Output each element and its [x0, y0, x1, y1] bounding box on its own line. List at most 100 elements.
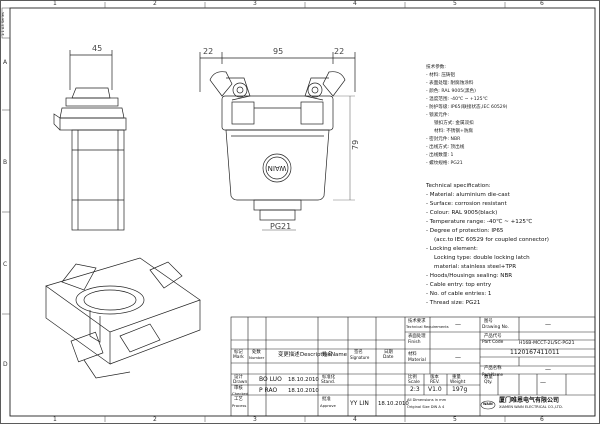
tech-en-line: material: stainless steel+TPR — [434, 264, 517, 270]
tech-en-line: - Locking element: — [426, 246, 478, 252]
tech-en-line: - Cable entry: top entry — [426, 282, 492, 288]
ruler-bottom-5: 5 — [453, 416, 457, 423]
tech-cn-line: - 螺纹规格: PG21 — [426, 161, 463, 166]
tech-en-line: - No. of cable entries: 1 — [426, 291, 492, 297]
ruler-left-c: C — [3, 261, 8, 268]
tech-cn-line: - 材料: 压铸铝 — [426, 73, 456, 78]
ruler-bottom-3: 3 — [253, 416, 257, 423]
part-number-value: 11201674110​11 — [510, 349, 560, 356]
dimension-front-height: 79 — [351, 139, 360, 150]
scale-value: 2:3 — [410, 386, 420, 393]
ruler-top-5: 5 — [453, 0, 457, 7]
weight-value: 197g — [452, 386, 468, 393]
tech-en-line: (acc.to IEC 60529 for coupled connector) — [434, 237, 549, 243]
part-code-value: H16B-MCCT-2L/SC-PG21 — [519, 341, 575, 346]
tech-cn-line: - 颜色: RAL 9005(黑色) — [426, 89, 476, 94]
dimension-thread: PG21 — [270, 222, 292, 231]
number-cn: 处数 — [252, 350, 261, 355]
dimension-side-width: 45 — [92, 44, 103, 53]
tech-req-cn: 技术要求 — [408, 319, 426, 324]
tech-cn-line: - 出线方式: 顶出线 — [426, 145, 465, 150]
ruler-bottom-6: 6 — [540, 416, 544, 423]
material-value: — — [455, 354, 461, 361]
approve-en: Approve — [320, 403, 336, 408]
weight-cn: 重量 — [452, 375, 461, 380]
number-en: Number — [249, 355, 265, 360]
tech-en-line: - Material: aluminium die-cast — [426, 192, 510, 198]
dimension-front-right: 22 — [334, 47, 345, 56]
tech-cn-line: - 防护等级: IP65(联接状态,IEC 60529) — [426, 105, 508, 110]
standard-cn: 标准化 — [322, 375, 336, 380]
finish-value: — — [455, 321, 461, 328]
ruler-bottom-1: 1 — [53, 416, 57, 423]
tech-en-heading: Technical specification: — [426, 183, 491, 189]
tech-cn-line: 锁扣方式: 金属双扣 — [434, 121, 474, 126]
approved-name: YY LIN — [350, 400, 369, 407]
units-note-2: Original Size DIN A 4 — [407, 405, 445, 409]
ruler-left-b: B — [3, 159, 8, 166]
mark-en: Mark — [233, 355, 244, 360]
part-code-en: Part Code — [482, 340, 504, 345]
ruler-corner-label: 1:1 A3 Series — [1, 12, 5, 36]
date-en: Date — [383, 355, 394, 360]
tech-en-line: - Degree of protection: IP65 — [426, 228, 504, 234]
tech-cn-heading: 技术参数: — [426, 65, 446, 70]
weight-en: Weight — [450, 380, 466, 385]
ruler-top-4: 4 — [353, 0, 357, 7]
tech-cn-line: - 密封元件: NBR — [426, 137, 461, 142]
mark-cn: 标记 — [234, 350, 243, 355]
ruler-top-2: 2 — [153, 0, 157, 7]
checked-date: 18.10.2010 — [288, 388, 319, 394]
qty-value: — — [540, 379, 546, 386]
tech-en-line: - Thread size: PG21 — [426, 300, 481, 306]
standard-en: Stand. — [321, 380, 336, 385]
part-code-cn: 产品代号 — [484, 334, 502, 339]
units-note-1: All Dimensions in mm — [407, 398, 447, 402]
tech-cn-line: - 温度范围: -40℃ ~ +125℃ — [426, 97, 488, 102]
ruler-left-d: D — [3, 361, 8, 368]
ruler-bottom-2: 2 — [153, 416, 157, 423]
approved-date: 18.10.2010 — [378, 401, 409, 407]
ruler-left-a: A — [3, 59, 8, 66]
drawing-no-value: — — [545, 321, 551, 328]
qty-en: Qty. — [484, 380, 493, 385]
material-cn: 材料 — [408, 352, 417, 357]
company-name-cn: 厦门唯恩电气有限公司 — [499, 397, 560, 404]
tech-en-line: Locking type: double locking latch — [434, 255, 530, 261]
approve-cn: 批准 — [322, 397, 331, 402]
signature-en: Signature — [350, 355, 370, 360]
process-en: Process — [232, 403, 247, 408]
drawing-no-cn: 图号 — [484, 319, 493, 324]
tech-en-line: - Temperature range: -40℃ ~ +125℃ — [426, 219, 533, 225]
ruler-bottom-4: 4 — [353, 416, 357, 423]
material-en: Material — [408, 358, 426, 363]
front-view-drawing — [199, 52, 356, 231]
part-name-value: — — [545, 366, 551, 373]
rev-value: V1.0 — [428, 386, 442, 393]
scale-en: Scale — [408, 380, 420, 385]
checked-en: Checked — [232, 391, 249, 396]
checked-cn: 审核 — [234, 386, 243, 391]
tech-cn-line: - 出线数量: 1 — [426, 153, 454, 158]
rev-en: REV. — [430, 380, 440, 385]
drawn-cn: 设计 — [234, 375, 243, 380]
tech-req-en: Technical Requirements — [406, 325, 449, 329]
finish-en: Finish — [408, 340, 421, 345]
company-logo-icon: WAIN — [483, 402, 493, 406]
company-name-en: XIAMEN WAIN ELECTRICAL CO.,LTD. — [499, 405, 563, 409]
tech-en-line: - Surface: corrosion resistant — [426, 201, 507, 207]
isometric-view-drawing — [45, 257, 201, 379]
signature-cn: 签名 — [354, 350, 363, 355]
rev-cn: 版本 — [430, 375, 439, 380]
tech-cn-line: - 锁紧元件: — [426, 113, 450, 118]
name-cn: 姓名 — [322, 352, 333, 358]
dimension-front-left: 22 — [203, 47, 214, 56]
drawn-en: Drawn — [233, 380, 248, 385]
finish-cn: 表面处理 — [408, 334, 426, 339]
part-name-en: Part Name — [482, 372, 503, 377]
ruler-top-6: 6 — [540, 0, 544, 7]
drawn-date: 18.10.2010 — [288, 377, 319, 383]
dimension-front-width: 95 — [273, 47, 284, 56]
process-cn: 工艺 — [234, 397, 243, 402]
